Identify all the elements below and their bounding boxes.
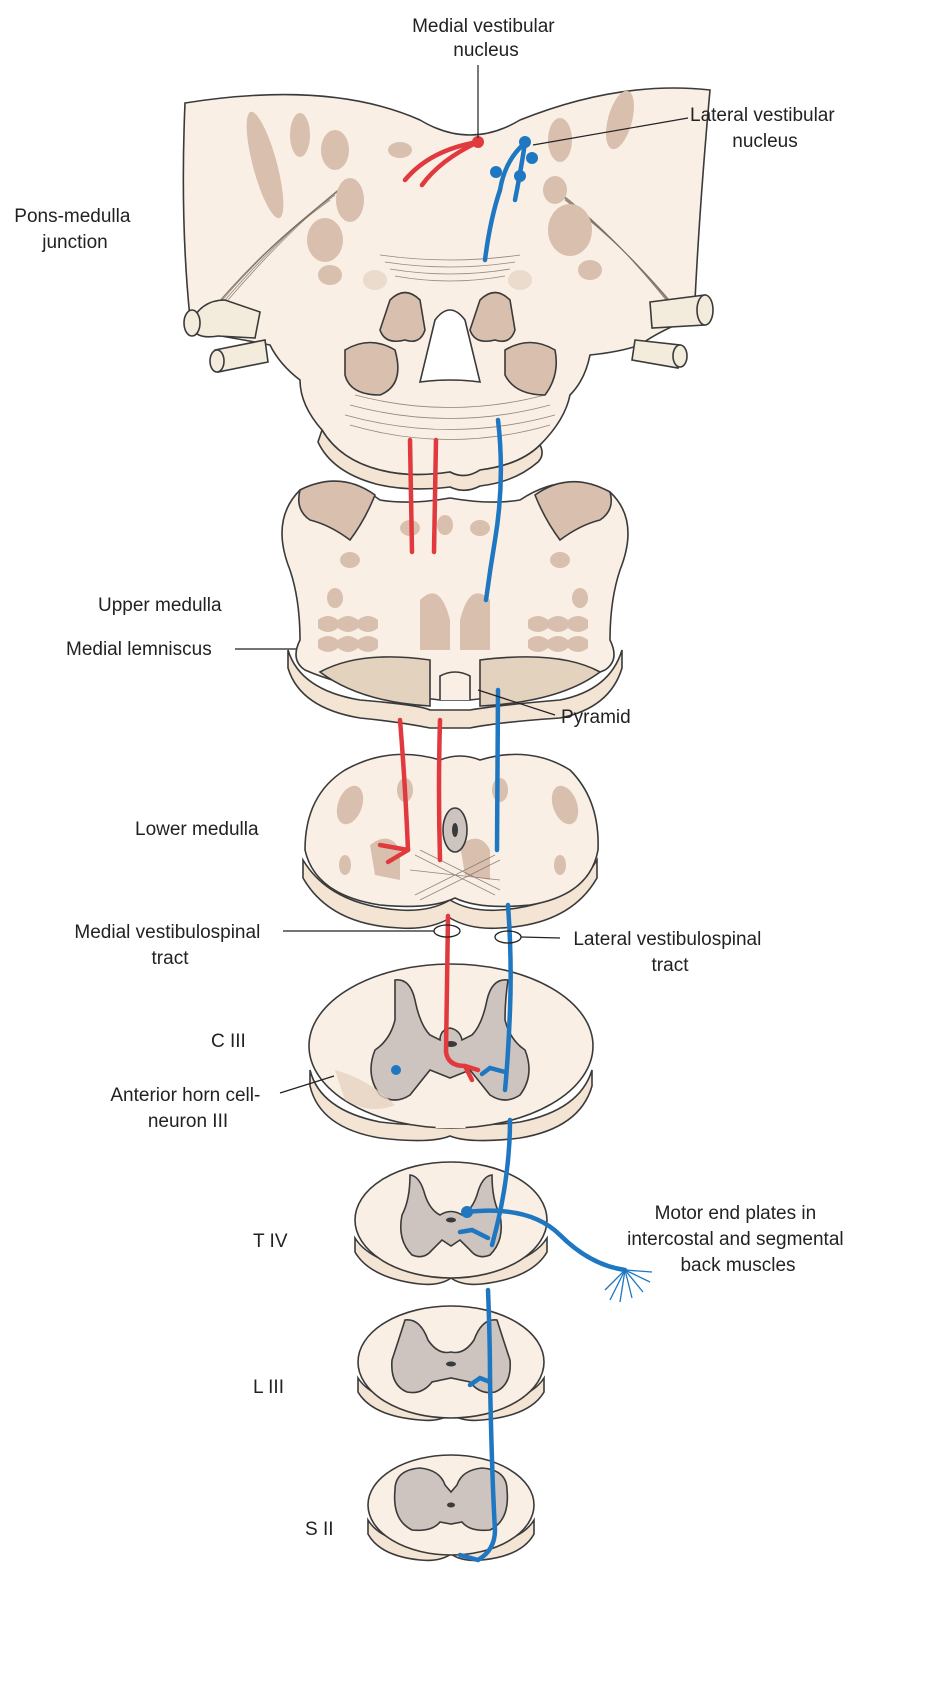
- label-s2: S II: [305, 1519, 334, 1540]
- label-l3: L III: [253, 1377, 284, 1398]
- label-lateral-vestibulospinal-tract: Lateral vestibulospinal tract: [573, 929, 766, 976]
- label-t4: T IV: [253, 1231, 288, 1252]
- label-pons-medulla-junction: Pons-medulla junction: [14, 206, 135, 253]
- lower-medulla-section: [302, 753, 599, 930]
- label-lateral-vestibular-nucleus: Lateral vestibular nucleus: [690, 105, 840, 152]
- upper-medulla-section: [281, 480, 629, 729]
- label-pyramid: Pyramid: [561, 707, 631, 728]
- label-c3: C III: [211, 1031, 246, 1052]
- label-medial-lemniscus: Medial lemniscus: [66, 639, 212, 660]
- label-lower-medulla: Lower medulla: [135, 819, 259, 840]
- motor-end-plates: [604, 1269, 653, 1303]
- lateral-vestibulospinal-tract-path: [457, 136, 653, 1563]
- lateral-vestibular-nucleus-cell: [519, 136, 531, 148]
- medial-vestibulospinal-tract-path: [377, 136, 484, 1083]
- medulla-nuclei: [327, 515, 588, 650]
- anterior-horn-cell: [391, 1065, 401, 1075]
- pons-medulla-section: [182, 87, 714, 492]
- pyramid-left: [318, 656, 431, 707]
- t4-section: [354, 1161, 548, 1286]
- label-upper-medulla: Upper medulla: [98, 595, 222, 616]
- inferior-olive: [318, 616, 588, 652]
- label-motor-end-plates: Motor end plates in intercostal and segm…: [627, 1203, 849, 1276]
- s2-section: [367, 1454, 535, 1562]
- fourth-ventricle: [418, 309, 482, 383]
- pyramid-right: [479, 656, 602, 707]
- label-medial-vestibular-nucleus: Medial vestibular nucleus: [412, 16, 560, 61]
- label-medial-vestibulospinal-tract: Medial vestibulospinal tract: [74, 922, 265, 969]
- label-anterior-horn-cell: Anterior horn cell- neuron III: [110, 1085, 265, 1132]
- l3-section: [357, 1305, 545, 1422]
- nerve-root-end-left: [183, 309, 201, 337]
- medial-vestibular-nucleus-cell: [472, 136, 484, 148]
- c3-section: [308, 963, 594, 1142]
